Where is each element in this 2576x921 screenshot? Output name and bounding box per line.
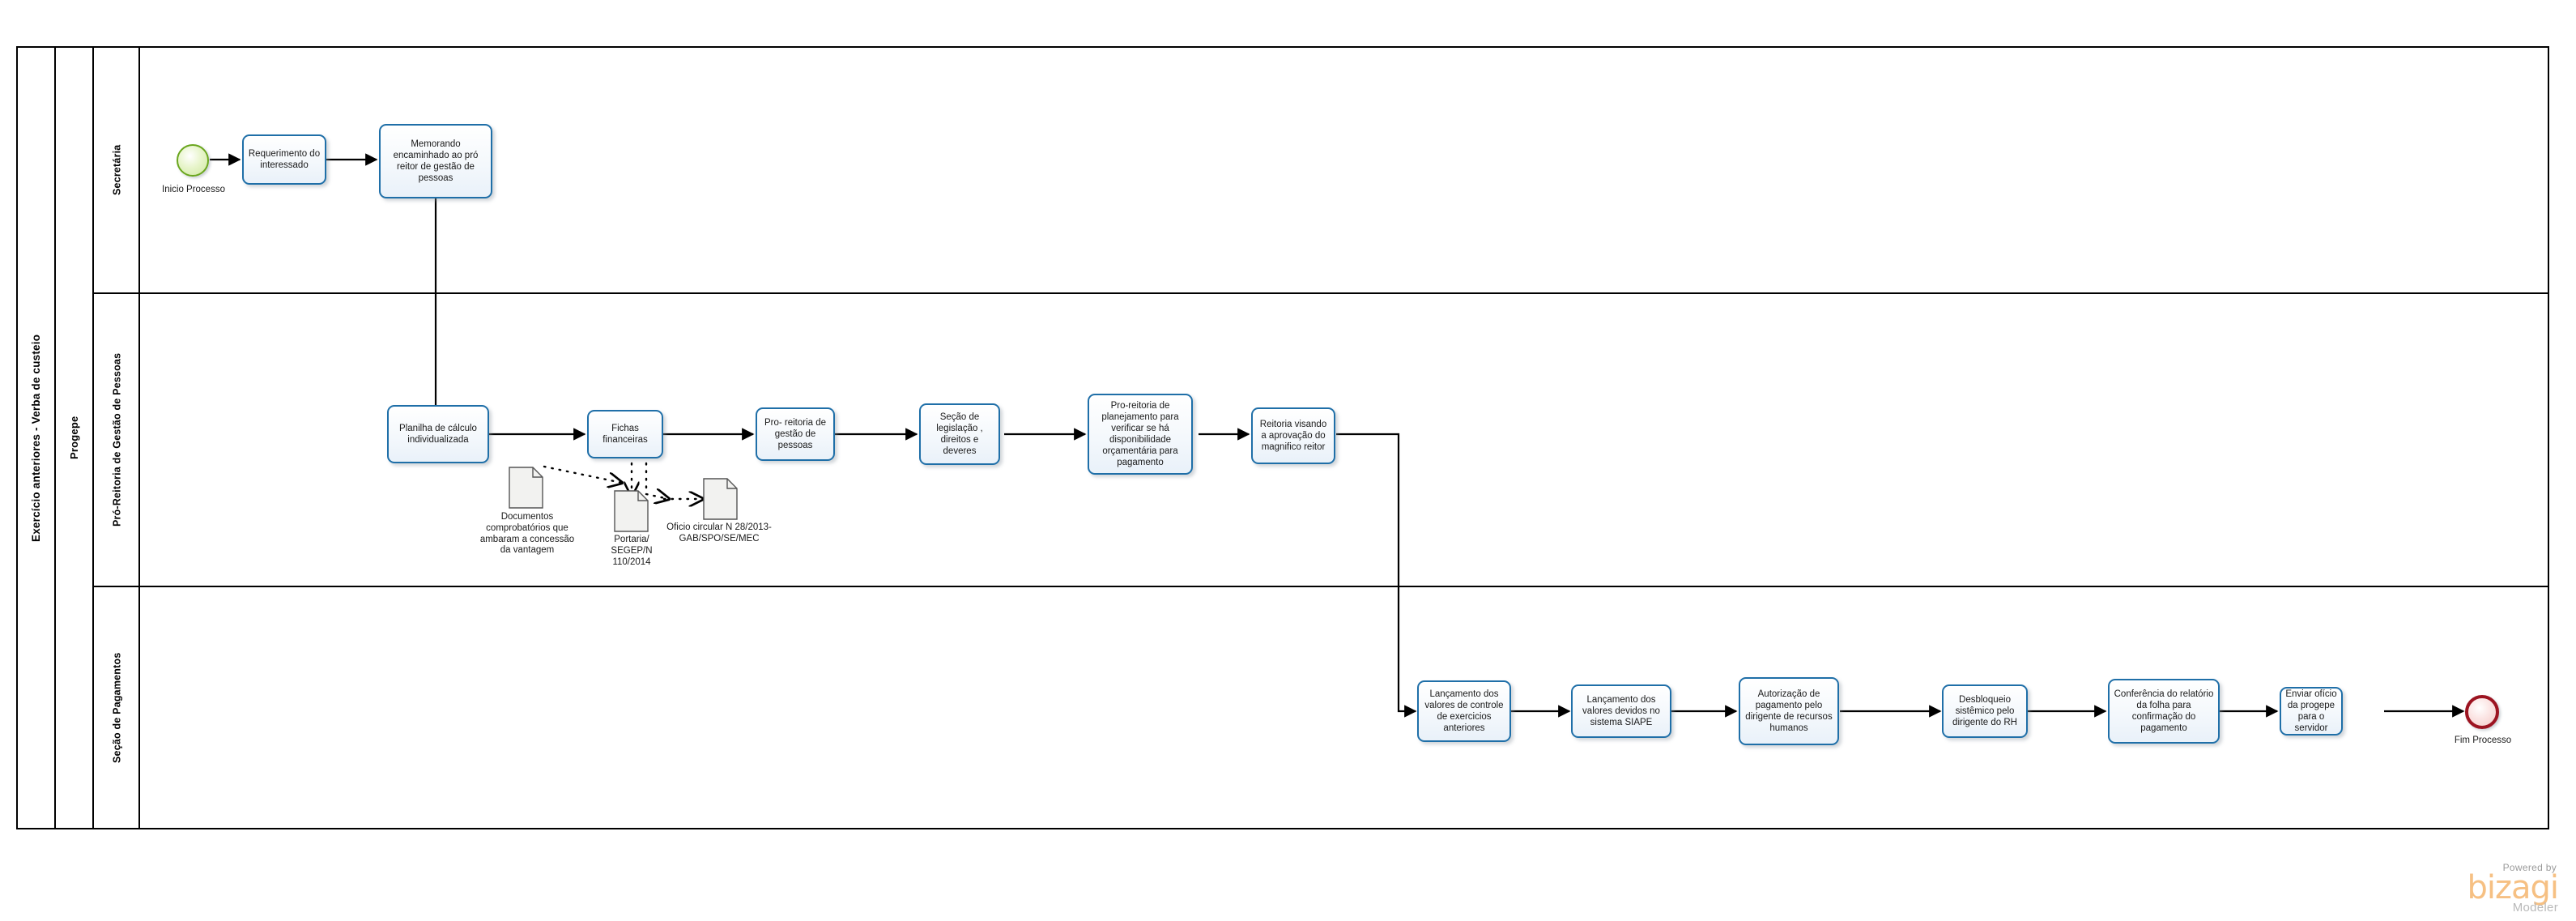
task-planilha-de-calculo[interactable]: Planilha de cálculo individualizada bbox=[387, 405, 489, 463]
powered-by-label: Powered by bbox=[2502, 862, 2557, 873]
task-label: Seção de legislação , direitos e deveres bbox=[936, 411, 983, 457]
document-icon bbox=[703, 478, 738, 520]
pool-group-label: Progepe bbox=[68, 416, 80, 460]
task-label: Requerimento do interessado bbox=[248, 148, 321, 170]
data-object-label: Portaria/ SEGEP/N 110/2014 bbox=[611, 535, 653, 567]
task-fichas-financeiras[interactable]: Fichas financeiras bbox=[587, 410, 663, 458]
task-memorando-encaminhado[interactable]: Memorando encaminhado ao pró reitor de g… bbox=[379, 124, 492, 198]
task-lancamento-valores-siape[interactable]: Lançamento dos valores devidos no sistem… bbox=[1571, 684, 1671, 738]
task-pro-reitoria-planejamento[interactable]: Pro-reitoria de planejamento para verifi… bbox=[1088, 394, 1193, 475]
lane-header-pro-reitoria: Pró-Reitoria de Gestão de Pessoas bbox=[94, 294, 140, 587]
pool-title-label: Exercício anteriores - Verba de custeio bbox=[30, 334, 42, 542]
bizagi-wordmark: bizagi bbox=[2467, 869, 2559, 906]
task-label: Lançamento dos valores devidos no sistem… bbox=[1582, 694, 1660, 727]
bizagi-logo: Powered by bizagi Modeler bbox=[2467, 862, 2559, 915]
data-object-label: Oficio circular N 28/2013-GAB/SPO/SE/MEC bbox=[666, 522, 772, 544]
task-label: Conferência do relatório da folha para c… bbox=[2114, 689, 2214, 734]
task-label: Planilha de cálculo individualizada bbox=[399, 423, 477, 445]
task-label: Lançamento dos valores de controle de ex… bbox=[1424, 689, 1504, 734]
task-desbloqueio-sistemico[interactable]: Desbloqueio sistêmico pelo dirigente do … bbox=[1942, 684, 2028, 738]
data-object-documentos-comprobatorios[interactable] bbox=[509, 467, 543, 509]
pool-title-column: Exercício anteriores - Verba de custeio bbox=[18, 48, 56, 828]
task-pro-reitoria-gestao-pessoas[interactable]: Pro- reitoria de gestão de pessoas bbox=[756, 407, 835, 461]
task-autorizacao-pagamento[interactable]: Autorização de pagamento pelo dirigente … bbox=[1739, 677, 1839, 745]
task-label: Enviar ofício da progepe para o servidor bbox=[2285, 689, 2337, 734]
modeler-label: Modeler bbox=[2512, 901, 2558, 915]
task-label: Desbloqueio sistêmico pelo dirigente do … bbox=[1952, 694, 2017, 727]
lane-name-column-divider bbox=[94, 48, 140, 828]
document-icon bbox=[509, 467, 543, 509]
task-enviar-oficio-progepe[interactable]: Enviar ofício da progepe para o servidor bbox=[2280, 687, 2343, 736]
document-icon bbox=[614, 490, 649, 532]
task-secao-legislacao[interactable]: Seção de legislação , direitos e deveres bbox=[919, 403, 1000, 465]
task-label: Memorando encaminhado ao pró reitor de g… bbox=[393, 139, 479, 184]
task-label: Fichas financeiras bbox=[602, 423, 648, 445]
data-object-label: Documentos comprobatórios que ambaram a … bbox=[479, 512, 575, 556]
task-label: Autorização de pagamento pelo dirigente … bbox=[1745, 689, 1833, 734]
pool-group-column: Progepe bbox=[56, 48, 94, 828]
task-conferencia-relatorio[interactable]: Conferência do relatório da folha para c… bbox=[2108, 679, 2220, 744]
end-event[interactable] bbox=[2465, 695, 2499, 729]
data-object-oficio-circular[interactable] bbox=[703, 478, 738, 520]
task-label: Pro- reitoria de gestão de pessoas bbox=[764, 417, 827, 450]
task-requerimento-do-interessado[interactable]: Requerimento do interessado bbox=[242, 134, 326, 185]
start-event[interactable] bbox=[177, 144, 209, 177]
end-event-label: Fim Processo bbox=[2454, 736, 2512, 745]
task-label: Pro-reitoria de planejamento para verifi… bbox=[1101, 400, 1179, 468]
lane-header-secretaria: Secretária bbox=[94, 48, 140, 294]
start-event-label: Inicio Processo bbox=[162, 185, 225, 194]
task-reitoria-aprovacao[interactable]: Reitoria visando a aprovação do magnific… bbox=[1251, 407, 1335, 464]
task-label: Reitoria visando a aprovação do magnific… bbox=[1259, 419, 1327, 452]
data-object-portaria-segep[interactable] bbox=[614, 490, 649, 532]
task-lancamento-valores-controle[interactable]: Lançamento dos valores de controle de ex… bbox=[1417, 680, 1511, 742]
lane-body-secretaria bbox=[140, 48, 2548, 294]
